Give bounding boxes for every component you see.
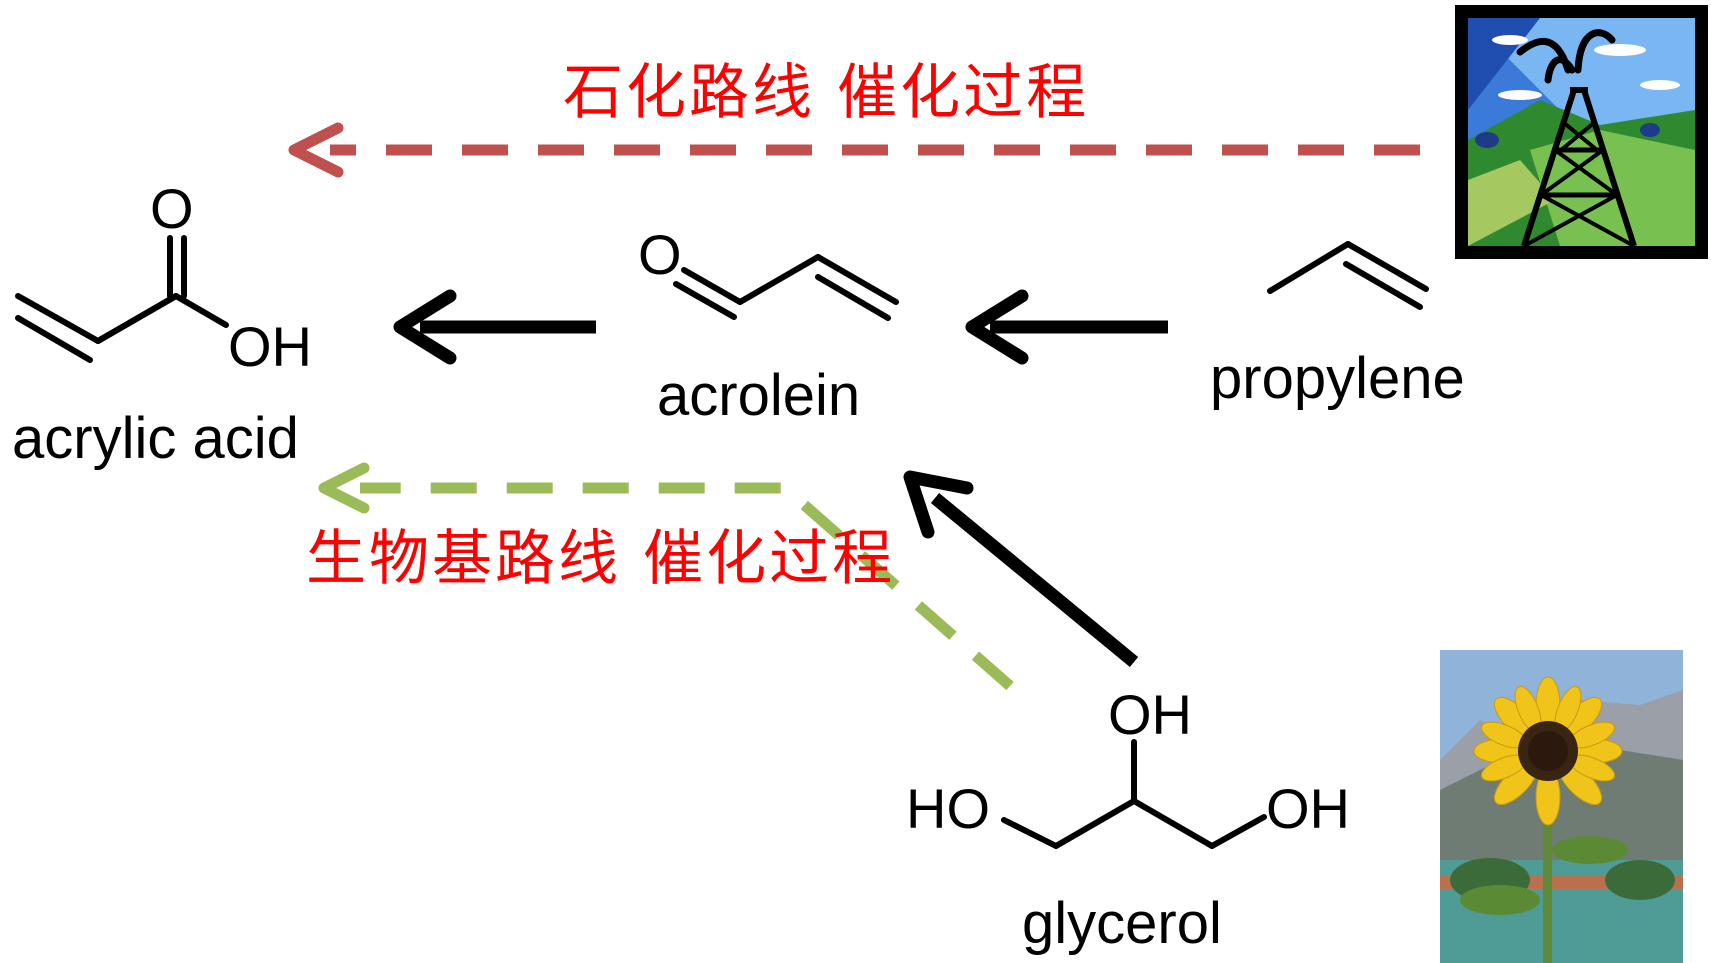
acrolein-structure: O: [638, 223, 899, 321]
acrylic-acid-label: acrylic acid: [12, 406, 299, 471]
glycerol-ho-left: HO: [906, 777, 990, 840]
glycerol-oh-top: OH: [1108, 683, 1192, 746]
oil-derrick-image: [1455, 5, 1708, 259]
acrylic-acid-oh: OH: [228, 315, 312, 378]
biobased-route-label: 生物基路线 催化过程: [306, 524, 895, 594]
petrochemical-route-arrow: [288, 122, 1420, 178]
petrochemical-route-label: 石化路线 催化过程: [563, 58, 1089, 128]
glycerol-label: glycerol: [1022, 891, 1222, 956]
sunflower-image: [1440, 650, 1683, 963]
acrylic-acid-carbonyl-o: O: [150, 177, 194, 240]
arrow-acrolein-to-acrylic-acid: [393, 289, 596, 365]
arrow-glycerol-to-acrolein: [903, 470, 1139, 668]
acrolein-carbonyl-o: O: [638, 223, 682, 286]
acrolein-label: acrolein: [657, 363, 860, 428]
glycerol-structure: OH HO OH: [906, 683, 1350, 849]
acrylic-acid-structure: O OH: [15, 177, 312, 378]
propylene-label: propylene: [1210, 346, 1465, 411]
glycerol-oh-right: OH: [1266, 777, 1350, 840]
biobased-route-arrow: [318, 462, 1014, 691]
propylene-structure: [1267, 241, 1429, 310]
arrow-propylene-to-acrolein: [965, 289, 1168, 365]
